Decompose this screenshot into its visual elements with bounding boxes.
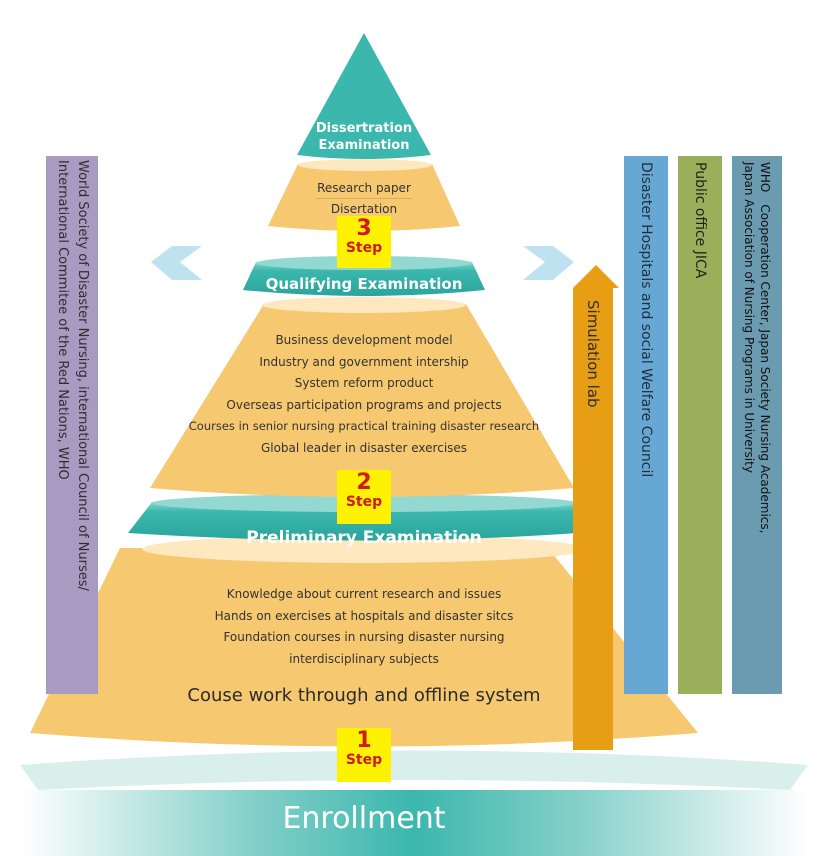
- middle-line-4: Overseas participation programs and proj…: [226, 397, 502, 412]
- middle-line-6: Global leader in disaster exercises: [260, 440, 468, 455]
- step-1-number: 1: [356, 728, 372, 753]
- qualifying-examination-label: Qualifying Examination: [265, 275, 463, 293]
- qualifying-band: [243, 262, 485, 296]
- research-line-2: Disertation: [330, 202, 398, 216]
- middle-level-shape: [150, 304, 574, 497]
- research-divider: [316, 198, 412, 199]
- step-1-word: Step: [345, 752, 383, 768]
- who-center-bar: WHO Cooperation Center, Japan Society Nu…: [732, 156, 782, 694]
- disaster-hospitals-label: Disaster Hospitals and social Welfare Co…: [638, 162, 654, 478]
- base-level-text: Knowledge about current research and iss…: [164, 584, 564, 670]
- peak-triangle: [297, 33, 431, 159]
- enrollment-label: Enrollment: [282, 801, 446, 836]
- middle-line-5: Courses in senior nursing practical trai…: [188, 419, 540, 433]
- base-line-1: Knowledge about current research and iss…: [226, 587, 502, 601]
- who-center-text: WHO Cooperation Center, Japan Society Nu…: [741, 156, 782, 694]
- middle-line-2: Industry and government intership: [259, 354, 469, 369]
- step-3-word: Step: [345, 240, 383, 256]
- middle-line-1: Business development model: [275, 333, 453, 347]
- preliminary-examination-label: Preliminary Examination: [246, 528, 482, 548]
- dissertation-examination-label: Dissertration Examination: [304, 120, 424, 154]
- left-organizations-text: World Society of Disaster Nursing, inter…: [52, 156, 98, 694]
- base-level-rim: [142, 535, 586, 563]
- step-3-number: 3: [356, 216, 372, 241]
- public-office-bar: Public office JICA: [678, 156, 722, 694]
- disaster-hospitals-bar: Disaster Hospitals and social Welfare Co…: [624, 156, 668, 694]
- peak-line2: Examination: [318, 138, 410, 153]
- who-bar-line2: Japan Association of Nursing Programs in…: [742, 162, 756, 473]
- step-2-badge: 2 Step: [337, 470, 391, 524]
- middle-level-rim: [262, 297, 466, 313]
- coursework-heading: Couse work through and offline system: [187, 685, 541, 706]
- step-1-badge: 1 Step: [337, 728, 391, 782]
- left-organizations-bar: World Society of Disaster Nursing, inter…: [46, 156, 98, 694]
- research-level-shape: [268, 164, 460, 231]
- left-bar-line2: International Commitee of the Red Nation…: [55, 160, 70, 480]
- base-line-4: interdisciplinary subjects: [289, 651, 439, 666]
- base-line-3: Foundation courses in nursing disaster n…: [223, 630, 505, 644]
- step-2-number: 2: [356, 470, 372, 495]
- step-3-badge: 3 Step: [337, 216, 391, 268]
- simulation-lab-label: Simulation lab: [584, 300, 602, 408]
- public-office-label: Public office JICA: [692, 162, 708, 279]
- peak-line1: Dissertration: [315, 121, 413, 136]
- right-chevron-icon: [523, 246, 574, 280]
- left-bar-line1: World Society of Disaster Nursing, inter…: [75, 160, 90, 591]
- step-2-word: Step: [345, 494, 383, 510]
- middle-level-text: Business development model Industry and …: [164, 330, 564, 459]
- middle-line-3: System reform product: [294, 376, 434, 390]
- research-box-text: Research paper Disertation: [284, 178, 444, 219]
- research-level-rim: [298, 159, 432, 171]
- base-line-2: Hands on exercises at hospitals and disa…: [214, 608, 514, 623]
- enrollment-band: [20, 790, 808, 856]
- who-bar-line1: WHO Cooperation Center, Japan Society Nu…: [758, 162, 772, 534]
- simulation-arrow: [573, 265, 619, 750]
- research-line-1: Research paper: [317, 181, 411, 195]
- base-level-shape: [30, 548, 698, 747]
- enrollment-arc: [20, 750, 808, 790]
- left-chevron-icon: [151, 246, 202, 280]
